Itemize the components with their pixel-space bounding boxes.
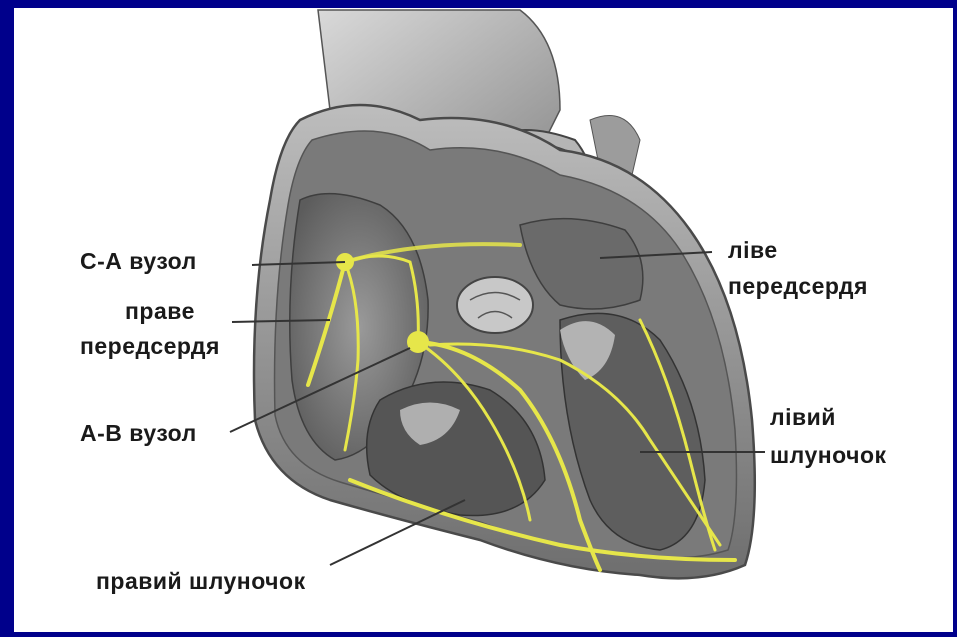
label-sa-node: С-А вузол	[80, 247, 197, 275]
label-left-ventricle-line2: шлуночок	[770, 441, 887, 469]
label-av-node: А-В вузол	[80, 419, 197, 447]
label-left-ventricle-line1: лівий	[770, 403, 836, 431]
label-right-atrium-line1: праве	[125, 297, 195, 325]
valve	[457, 277, 533, 333]
label-left-atrium-line1: ліве	[728, 236, 778, 264]
label-left-atrium-line2: передсердя	[728, 272, 868, 300]
label-right-ventricle: правий шлуночок	[96, 567, 306, 595]
label-right-atrium-line2: передсердя	[80, 332, 220, 360]
